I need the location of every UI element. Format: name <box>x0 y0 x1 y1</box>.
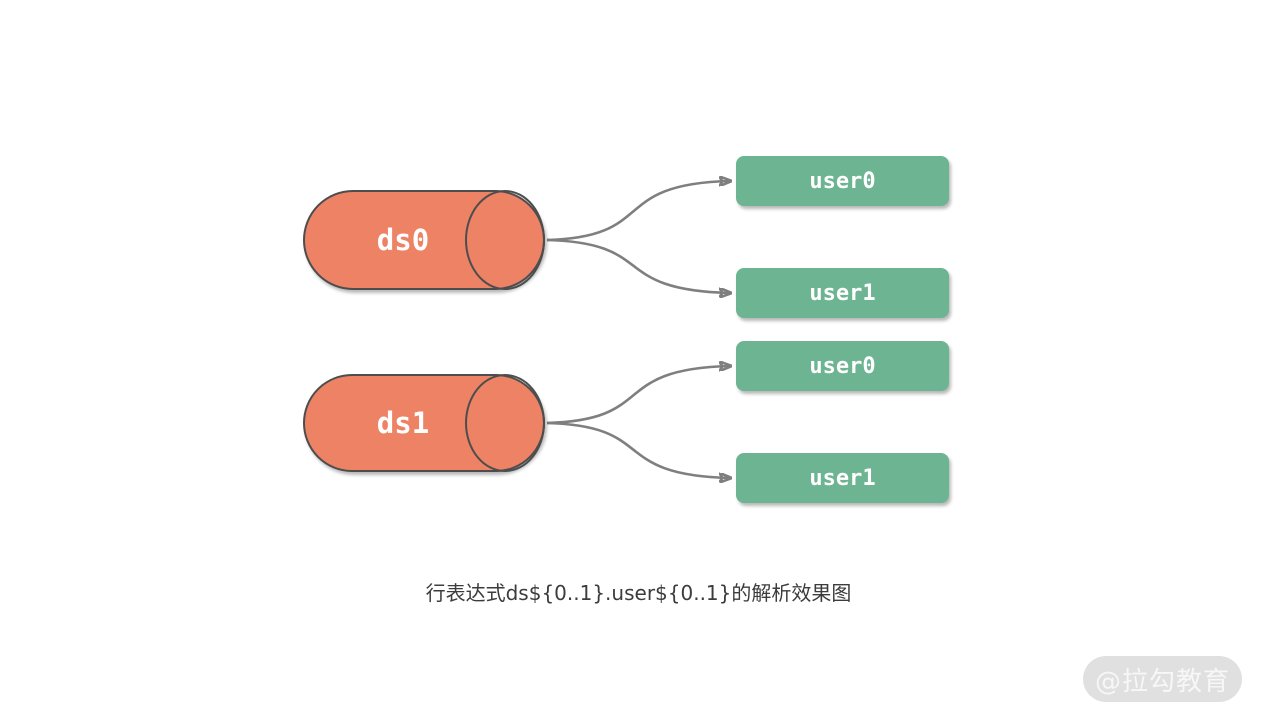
arrow-ds0-user0 <box>546 181 730 242</box>
arrow-ds1-user0 <box>546 366 730 425</box>
cylinder-label: ds1 <box>376 406 430 440</box>
cylinder-label: ds0 <box>376 223 430 257</box>
cylinder-endcap <box>465 190 545 290</box>
table-label: user0 <box>809 168 876 194</box>
table-box-ds1-user1: user1 <box>736 453 949 503</box>
cylinder-ds0: ds0 <box>303 190 545 290</box>
cylinder-ds1: ds1 <box>303 374 545 472</box>
arrow-ds0-user1 <box>546 238 730 293</box>
cylinder-endcap <box>465 374 545 472</box>
table-label: user1 <box>809 465 876 491</box>
diagram-caption: 行表达式ds${0..1}.user${0..1}的解析效果图 <box>425 581 852 605</box>
watermark-badge: @拉勾教育 <box>1083 656 1242 702</box>
table-label: user1 <box>809 280 876 306</box>
arrow-ds1-user1 <box>546 421 730 478</box>
table-label: user0 <box>809 353 876 379</box>
table-box-ds0-user1: user1 <box>736 268 949 318</box>
table-box-ds0-user0: user0 <box>736 156 949 206</box>
table-box-ds1-user0: user0 <box>736 341 949 391</box>
